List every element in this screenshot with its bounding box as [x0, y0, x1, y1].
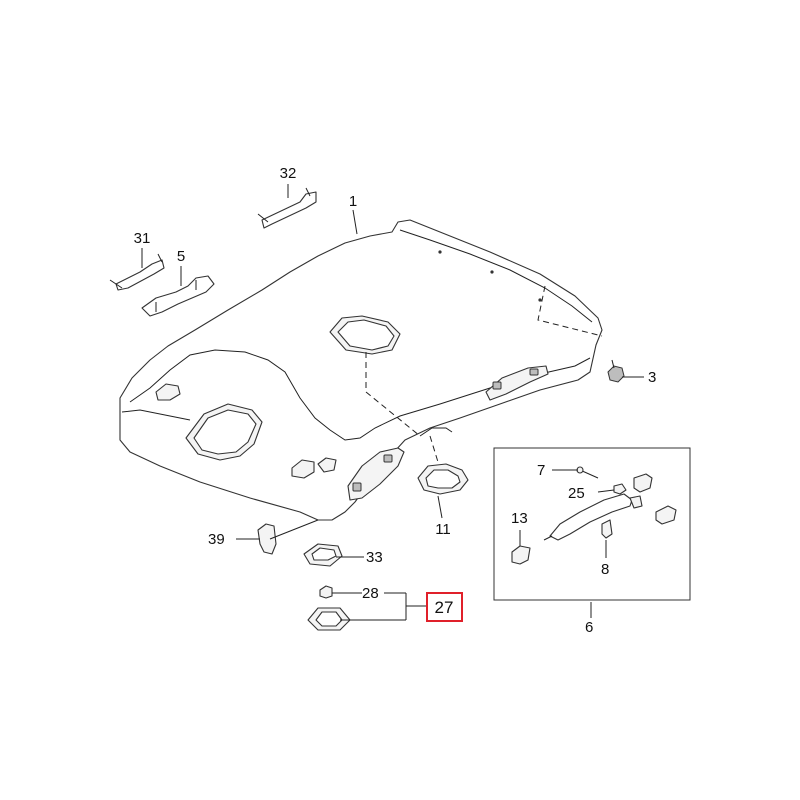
label-25: 25	[568, 485, 585, 502]
part-6-group-box	[493, 447, 691, 601]
part-28-bulb[interactable]	[319, 585, 333, 599]
highlight-box-27[interactable]	[426, 592, 463, 622]
label-31: 31	[134, 230, 151, 247]
part-11-trim-ring[interactable]	[417, 463, 469, 495]
part-3-clip[interactable]	[607, 359, 625, 383]
part-13-cap[interactable]	[511, 545, 531, 565]
part-7-screw[interactable]	[576, 466, 599, 479]
label-1: 1	[349, 193, 357, 210]
label-8: 8	[601, 561, 609, 578]
part-33-lamp[interactable]	[303, 543, 343, 567]
part-5-grip[interactable]	[141, 275, 215, 317]
part-32-bracket[interactable]	[257, 187, 317, 229]
part-25-cap[interactable]	[613, 473, 653, 495]
part-27-lamp[interactable]	[307, 607, 351, 631]
label-13: 13	[511, 510, 528, 527]
label-3: 3	[648, 369, 656, 386]
label-39: 39	[208, 531, 225, 548]
part-6-grip[interactable]	[543, 493, 677, 541]
part-31-bracket[interactable]	[109, 253, 165, 291]
label-7: 7	[537, 462, 545, 479]
label-5: 5	[177, 248, 185, 265]
label-27: 27	[435, 598, 454, 617]
label-33: 33	[366, 549, 383, 566]
label-28: 28	[362, 585, 379, 602]
part-39-clip[interactable]	[257, 523, 277, 555]
label-11: 11	[435, 521, 451, 538]
label-32: 32	[280, 165, 297, 182]
headliner-panel[interactable]	[119, 219, 603, 521]
label-6: 6	[585, 619, 593, 636]
part-8-clip[interactable]	[601, 519, 613, 539]
leader-lines	[141, 184, 644, 621]
